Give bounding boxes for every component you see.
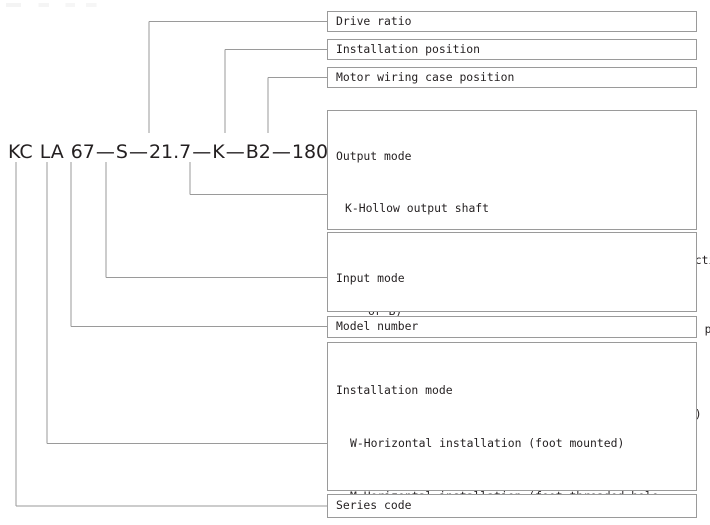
code-segment-installation-position: B2 xyxy=(245,141,271,163)
code-separator: — xyxy=(95,141,115,163)
box-drive-ratio-title: Drive ratio xyxy=(336,13,412,28)
box-series-code: Series code xyxy=(327,494,697,518)
box-output-mode-title: Output mode xyxy=(336,149,412,164)
box-installation-position-title: Installation position xyxy=(336,41,481,56)
code-segment-motor-wiring-case-position: 180° xyxy=(291,141,338,163)
code-separator: — xyxy=(271,141,291,163)
box-output-mode: Output mode K-Hollow output shaft KH-Hol… xyxy=(327,110,710,473)
code-segment-model-number: 67 xyxy=(70,141,95,163)
box-input-mode-title: Input mode xyxy=(336,271,405,285)
code-segment-drive-ratio: 21.7 xyxy=(148,141,192,163)
box-installation-mode: Installation mode W-Horizontal installat… xyxy=(327,342,697,503)
code-separator: — xyxy=(128,141,148,163)
box-motor-wiring-case-position-title: Motor wiring case position xyxy=(336,69,515,84)
box-series-code-title: Series code xyxy=(336,498,412,513)
code-segment-series: KC xyxy=(8,141,33,163)
box-installation-position: Installation position xyxy=(327,39,697,60)
installation-mode-option-w: W-Horizontal installation (foot mounted) xyxy=(350,435,625,450)
code-segment-output-mode: K xyxy=(212,141,225,163)
box-drive-ratio: Drive ratio xyxy=(327,11,697,32)
code-segment-installation-mode: LA xyxy=(39,141,64,163)
output-mode-option-k: K-Hollow output shaft xyxy=(345,201,490,216)
code-separator: — xyxy=(192,141,212,163)
model-code-line: KC LA 67 — S — 21.7 — K — B2 — 180° xyxy=(8,139,338,165)
code-separator: — xyxy=(225,141,245,163)
box-model-number: Model number xyxy=(327,316,697,338)
box-input-mode: Input mode Y-Direct connected with motor… xyxy=(327,232,710,489)
code-segment-input-mode: S xyxy=(115,141,128,163)
box-installation-mode-title: Installation mode xyxy=(336,382,453,397)
box-motor-wiring-case-position: Motor wiring case position xyxy=(327,67,697,88)
scan-artifact xyxy=(6,3,114,7)
box-model-number-title: Model number xyxy=(336,319,419,334)
